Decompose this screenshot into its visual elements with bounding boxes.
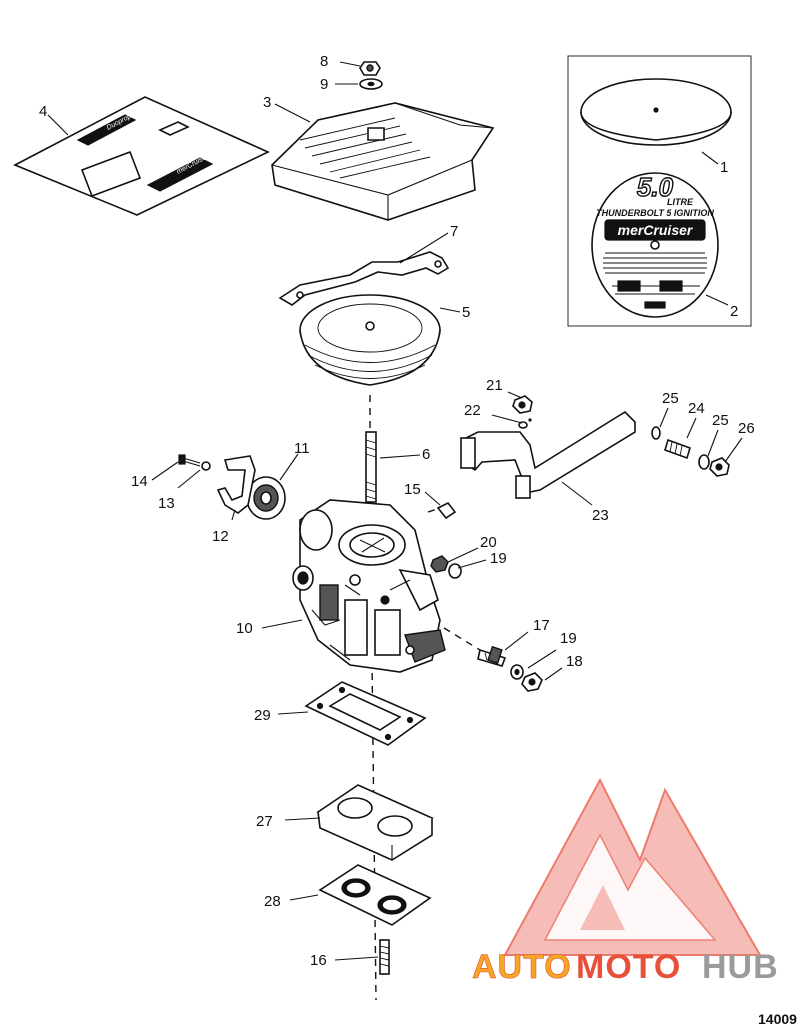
watermark-part2: MOTO: [576, 948, 681, 986]
screw-13: [201, 461, 211, 471]
fitting-15: [427, 501, 457, 520]
callout-27: 27: [256, 813, 273, 830]
decal-displacement: 5.0: [637, 172, 674, 202]
callout-29: 29: [254, 707, 271, 724]
callout-18: 18: [566, 653, 583, 670]
washer-19a: [448, 563, 462, 579]
watermark-part1: AUTO: [472, 948, 572, 986]
reference-number: 14009: [758, 1011, 797, 1027]
leader-lines: [47, 61, 743, 961]
decal-sheet: Duoprop merCruiser: [13, 96, 270, 216]
nut-20: [430, 555, 449, 573]
callout-labels: 1 2 3 4 5 6 7 8 9 10 11 12 13 14 15 16 1…: [39, 53, 755, 969]
stud-17: [477, 645, 507, 667]
callout-23: 23: [592, 507, 609, 524]
callout-25b: 25: [712, 412, 729, 429]
callout-19b: 19: [560, 630, 577, 647]
spacer-27: [316, 784, 434, 861]
callout-24: 24: [688, 400, 705, 417]
callout-4: 4: [39, 103, 47, 120]
callout-21: 21: [486, 377, 503, 394]
air-cleaner-decal: 5.0 LITRE THUNDERBOLT 5 IGNITION merCrui…: [591, 171, 719, 318]
washer-9: [359, 78, 383, 90]
callout-5: 5: [462, 304, 470, 321]
callout-25a: 25: [662, 390, 679, 407]
nut-8: [359, 61, 381, 76]
callout-19a: 19: [490, 550, 507, 567]
retainer-12: [216, 455, 256, 514]
nut-18: [521, 672, 543, 692]
callout-20: 20: [480, 534, 497, 551]
callout-17: 17: [533, 617, 550, 634]
gasket-28: [318, 864, 432, 926]
carburetor: [292, 499, 446, 673]
nut-21: [512, 395, 533, 414]
stud-16: [379, 939, 390, 975]
support-bracket: [278, 251, 450, 306]
throttle-bracket: [460, 410, 636, 499]
callout-26: 26: [738, 420, 755, 437]
callout-12: 12: [212, 528, 229, 545]
decal-ignition: THUNDERBOLT 5 IGNITION: [596, 208, 714, 218]
callout-9: 9: [320, 76, 328, 93]
choke-cover-11: [246, 476, 286, 520]
washer-22: [518, 421, 528, 429]
stud-6: [365, 431, 377, 503]
callout-6: 6: [422, 446, 430, 463]
washer-19b: [510, 664, 524, 680]
decal-unit: LITRE: [667, 197, 694, 207]
flame-arrestor-cover: [271, 102, 495, 221]
nut-26: [709, 457, 730, 477]
washer-25b: [698, 454, 710, 470]
stud-24: [664, 438, 691, 460]
callout-8: 8: [320, 53, 328, 70]
callout-10: 10: [236, 620, 253, 637]
screw-14: [178, 454, 201, 467]
callout-13: 13: [158, 495, 175, 512]
callout-16: 16: [310, 952, 327, 969]
decal-brand: merCruiser: [618, 222, 694, 238]
air-cleaner-lid: [580, 78, 732, 146]
callout-22: 22: [464, 402, 481, 419]
callout-3: 3: [263, 94, 271, 111]
callout-2: 2: [730, 303, 738, 320]
flame-arrestor: [299, 294, 441, 386]
watermark-logo: [503, 777, 762, 956]
callout-28: 28: [264, 893, 281, 910]
callout-14: 14: [131, 473, 148, 490]
callout-7: 7: [450, 223, 458, 240]
callout-15: 15: [404, 481, 421, 498]
callout-11: 11: [294, 440, 310, 457]
washer-25a: [651, 426, 661, 440]
watermark-part3: HUB: [702, 948, 779, 986]
cover-inset-box: [567, 55, 752, 327]
gasket-29: [304, 681, 427, 746]
watermark-text: AUTO MOTO HUB: [472, 948, 779, 987]
callout-1: 1: [720, 159, 728, 176]
